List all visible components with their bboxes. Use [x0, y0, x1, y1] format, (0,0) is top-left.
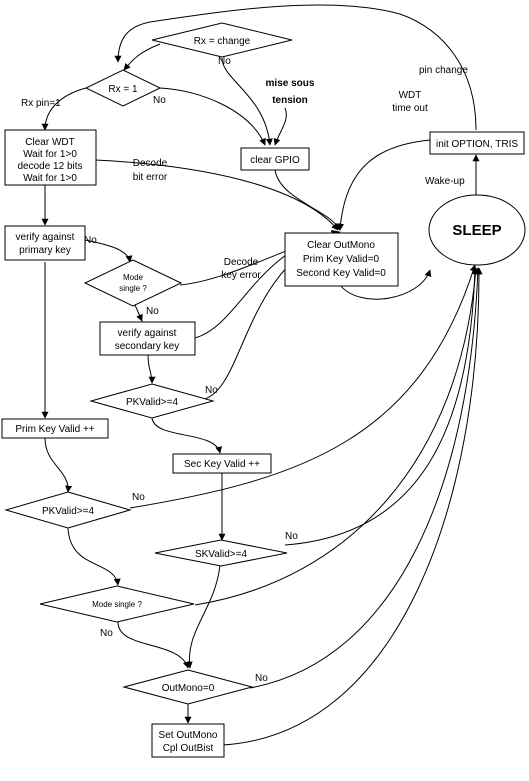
mode-single-decision-2: Mode single ?: [39, 585, 195, 623]
label-no-pkvalid-1: No: [205, 385, 218, 396]
label-mise-sous-2: tension: [272, 95, 308, 106]
rx-change-decision: Rx = change: [151, 22, 293, 58]
mode-single-decision-1: Mode single ?: [83, 259, 183, 307]
outmono-text: OutMono=0: [162, 683, 215, 694]
label-decode-key-2: key error: [221, 270, 261, 281]
label-rx-pin: Rx pin=1: [21, 98, 61, 109]
pkvalid-1-text: PKValid>=4: [126, 397, 179, 408]
clear-gpio-text: clear GPIO: [250, 155, 300, 166]
pkvalid-2-text: PKValid>=4: [42, 506, 95, 517]
label-no-pkvalid-2: No: [132, 492, 145, 503]
sec-key-valid-text: Sec Key Valid ++: [184, 459, 260, 470]
mode-single-1-line-2: single ?: [119, 284, 147, 293]
rx-eq-1-text: Rx = 1: [108, 84, 138, 95]
arrow-sk-no: [284, 267, 479, 546]
arrow-sk-outmono: [185, 564, 221, 669]
mode-single-2-text: Mode single ?: [92, 600, 142, 609]
arrow-set-sleep: [221, 267, 483, 746]
label-wdt-2: time out: [392, 103, 428, 114]
verify-secondary-line-1: verify against: [118, 328, 177, 339]
clear-wdt-line-4: Wait for 1>0: [23, 173, 77, 184]
arrow-rxchange-to-rxeq1: [123, 43, 161, 71]
label-wake-up: Wake-up: [425, 176, 465, 187]
edge-labels: No No Rx pin=1 mise sous tension Decode …: [21, 56, 468, 684]
prim-key-valid-text: Prim Key Valid ++: [15, 424, 94, 435]
set-outmono-line-2: Cpl OutBist: [163, 743, 214, 754]
prim-key-valid-box: Prim Key Valid ++: [1, 418, 109, 439]
sec-key-valid-box: Sec Key Valid ++: [172, 453, 272, 474]
label-decode-bit-2: bit error: [133, 172, 168, 183]
arrow-outmono-sleep: [339, 269, 432, 300]
label-mise-sous-1: mise sous: [266, 78, 315, 89]
clear-wdt-line-3: decode 12 bits: [17, 161, 82, 172]
skvalid-text: SKValid>=4: [195, 549, 248, 560]
arrow-prim-pk2: [44, 437, 73, 493]
arrow-rxeq1-yes: [41, 87, 87, 131]
arrow-mode2-yes: [194, 267, 479, 606]
label-no-verify-primary: No: [84, 235, 97, 246]
arrow-verify2-pk: [147, 354, 156, 384]
rx-eq-1-decision: Rx = 1: [84, 69, 162, 107]
arrow-outmono-no: [249, 267, 482, 689]
mode-single-1-line-1: Mode: [123, 273, 144, 282]
arrow-pin-change: [114, 4, 477, 131]
set-outmono-box: Set OutMono Cpl OutBist: [151, 723, 225, 758]
label-pin-change: pin change: [419, 65, 468, 76]
label-wdt-1: WDT: [399, 90, 422, 101]
arrow-gpio-outmono: [274, 169, 341, 231]
set-outmono-line-1: Set OutMono: [159, 730, 218, 741]
arrow-mode2-no: [117, 621, 190, 669]
label-no-rx-change: No: [218, 56, 231, 67]
label-no-skvalid: No: [285, 531, 298, 542]
arrow-mode1-no: [134, 304, 143, 322]
pkvalid-decision-1: PKValid>=4: [89, 383, 215, 419]
label-decode-bit-1: Decode: [133, 158, 168, 169]
arrow-verify-no: [84, 239, 133, 263]
clear-wdt-box: Clear WDT Wait for 1>0 decode 12 bits Wa…: [4, 129, 97, 186]
label-no-rx-eq-1: No: [153, 95, 166, 106]
sleep-state: SLEEP: [428, 194, 526, 266]
verify-primary-line-2: primary key: [19, 245, 71, 256]
init-option-text: init OPTION, TRIS: [436, 139, 518, 150]
arrow-wdt: [336, 139, 431, 231]
verify-primary-box: verify against primary key: [4, 225, 86, 261]
arrow-decode-bit: [94, 159, 339, 231]
label-no-mode-single-2: No: [100, 628, 113, 639]
pkvalid-decision-2: PKValid>=4: [4, 491, 132, 529]
clear-wdt-line-1: Clear WDT: [25, 137, 74, 148]
arrow-rxeq1-no: [159, 87, 266, 146]
clear-outmono-line-3: Second Key Valid=0: [296, 268, 386, 279]
init-option-box: init OPTION, TRIS: [429, 131, 525, 155]
arrow-pk2-no: [129, 264, 477, 509]
sleep-text: SLEEP: [452, 222, 501, 239]
skvalid-decision: SKValid>=4: [154, 539, 288, 567]
verify-secondary-line-2: secondary key: [115, 341, 179, 352]
clear-outmono-line-2: Prim Key Valid=0: [303, 254, 380, 265]
verify-primary-line-1: verify against: [16, 232, 75, 243]
verify-secondary-box: verify against secondary key: [99, 321, 196, 356]
label-decode-key-1: Decode: [224, 257, 259, 268]
arrow-power-on: [273, 107, 287, 146]
arrow-pk2-mode2: [67, 527, 121, 586]
clear-outmono-line-1: Clear OutMono: [307, 240, 375, 251]
clear-wdt-line-2: Wait for 1>0: [23, 149, 77, 160]
label-no-outmono: No: [255, 673, 268, 684]
arrow-rxchange-no: [221, 57, 273, 146]
label-no-mode-single-1: No: [146, 306, 159, 317]
arrow-pk1-sec: [151, 417, 223, 454]
clear-outmono-box: Clear OutMono Prim Key Valid=0 Second Ke…: [284, 232, 399, 287]
clear-gpio-box: clear GPIO: [240, 147, 310, 171]
rx-change-text: Rx = change: [194, 36, 251, 47]
outmono-decision: OutMono=0: [122, 669, 254, 705]
